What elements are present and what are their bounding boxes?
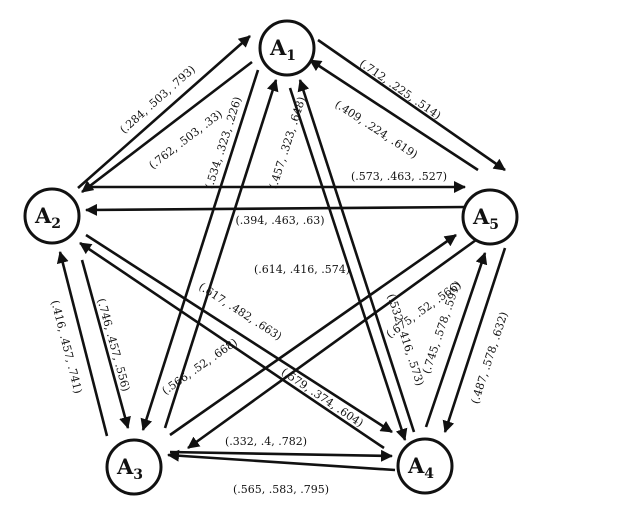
node-subscript: 1 [286, 48, 296, 64]
edge-label: (.712, .225, .514) [357, 57, 443, 123]
edge-arrow [288, 87, 408, 441]
node-circle [258, 19, 316, 77]
node-subscript: 3 [133, 467, 143, 483]
edge-arrow [169, 233, 457, 437]
edge-label: (.284, .503, .793) [117, 63, 198, 136]
edge-a2-to-a5: (.573, .463, .527) [90, 170, 466, 193]
edge-label: (.565, .583, .795) [233, 483, 329, 496]
node-letter: A [34, 203, 52, 228]
edge-arrow [309, 58, 479, 172]
edge-arrow [163, 79, 279, 429]
edge-a2-to-a3: (.746, .457, .556) [80, 259, 132, 429]
edges-layer: (.284, .503, .793)(.762, .503, .33)(.712… [48, 35, 511, 496]
node-label: A3 [116, 454, 143, 483]
node-a2: A2 [23, 187, 81, 245]
node-circle [23, 187, 81, 245]
edge-arrow [424, 252, 488, 428]
node-a5: A5 [461, 188, 519, 246]
edge-arrow [85, 233, 393, 434]
node-subscript: 5 [489, 217, 499, 233]
edge-label: (.573, .463, .527) [351, 170, 447, 183]
edge-a4-to-a1: (.532, .416, .573) [297, 79, 426, 433]
edge-arrow [81, 60, 253, 194]
edge-a4-to-a3: (.565, .583, .795) [167, 449, 396, 496]
edge-arrow [79, 241, 385, 450]
node-a3: A3 [105, 438, 163, 496]
node-label: A1 [269, 35, 296, 64]
edge-label: (.409, .224, .619) [333, 98, 420, 161]
edge-arrow [297, 79, 416, 433]
edge-label: (.579, .374, .604) [279, 365, 366, 429]
edge-arrow [77, 35, 251, 189]
edge-arrow [80, 259, 131, 429]
node-a4: A4 [396, 437, 454, 495]
node-label: A2 [34, 203, 61, 232]
node-circle [396, 437, 454, 495]
node-letter: A [269, 35, 287, 60]
edge-arrow [167, 449, 396, 472]
node-letter: A [407, 453, 425, 478]
edge-a5-to-a2: (.394, .463, .63) [85, 203, 468, 227]
node-label: A4 [407, 453, 434, 482]
edge-label: (.614, .416, .574) [254, 263, 350, 276]
node-letter: A [116, 454, 134, 479]
edge-arrow [317, 38, 506, 172]
node-subscript: 2 [51, 216, 61, 232]
edge-label: (.457, .323, .648) [267, 95, 309, 190]
edge-a3-to-a4: (.332, .4, .782) [169, 435, 393, 462]
edge-a2-to-a1: (.284, .503, .793) [77, 35, 251, 189]
edge-a3-to-a2: (.416, .457, .741) [48, 251, 109, 437]
node-circle [461, 188, 519, 246]
edge-label: (.416, .457, .741) [48, 299, 84, 395]
edge-arrow [56, 251, 109, 437]
edge-arrow [140, 69, 260, 431]
edge-label: (.487, .578, .632) [468, 310, 510, 405]
node-a1: A1 [258, 19, 316, 77]
edge-arrow [442, 247, 507, 433]
node-label: A5 [472, 204, 499, 233]
edge-label: (.566, .52, .668) [159, 336, 239, 398]
edge-label: (.332, .4, .782) [225, 435, 307, 448]
node-circle [105, 438, 163, 496]
edge-arrow [187, 238, 477, 450]
edge-a1-to-a4: (.614, .416, .574) [254, 87, 408, 441]
edge-label: (.394, .463, .63) [235, 214, 324, 227]
node-subscript: 4 [424, 466, 434, 482]
edge-arrow [169, 449, 393, 462]
edge-arrow [85, 203, 468, 216]
node-letter: A [472, 204, 490, 229]
